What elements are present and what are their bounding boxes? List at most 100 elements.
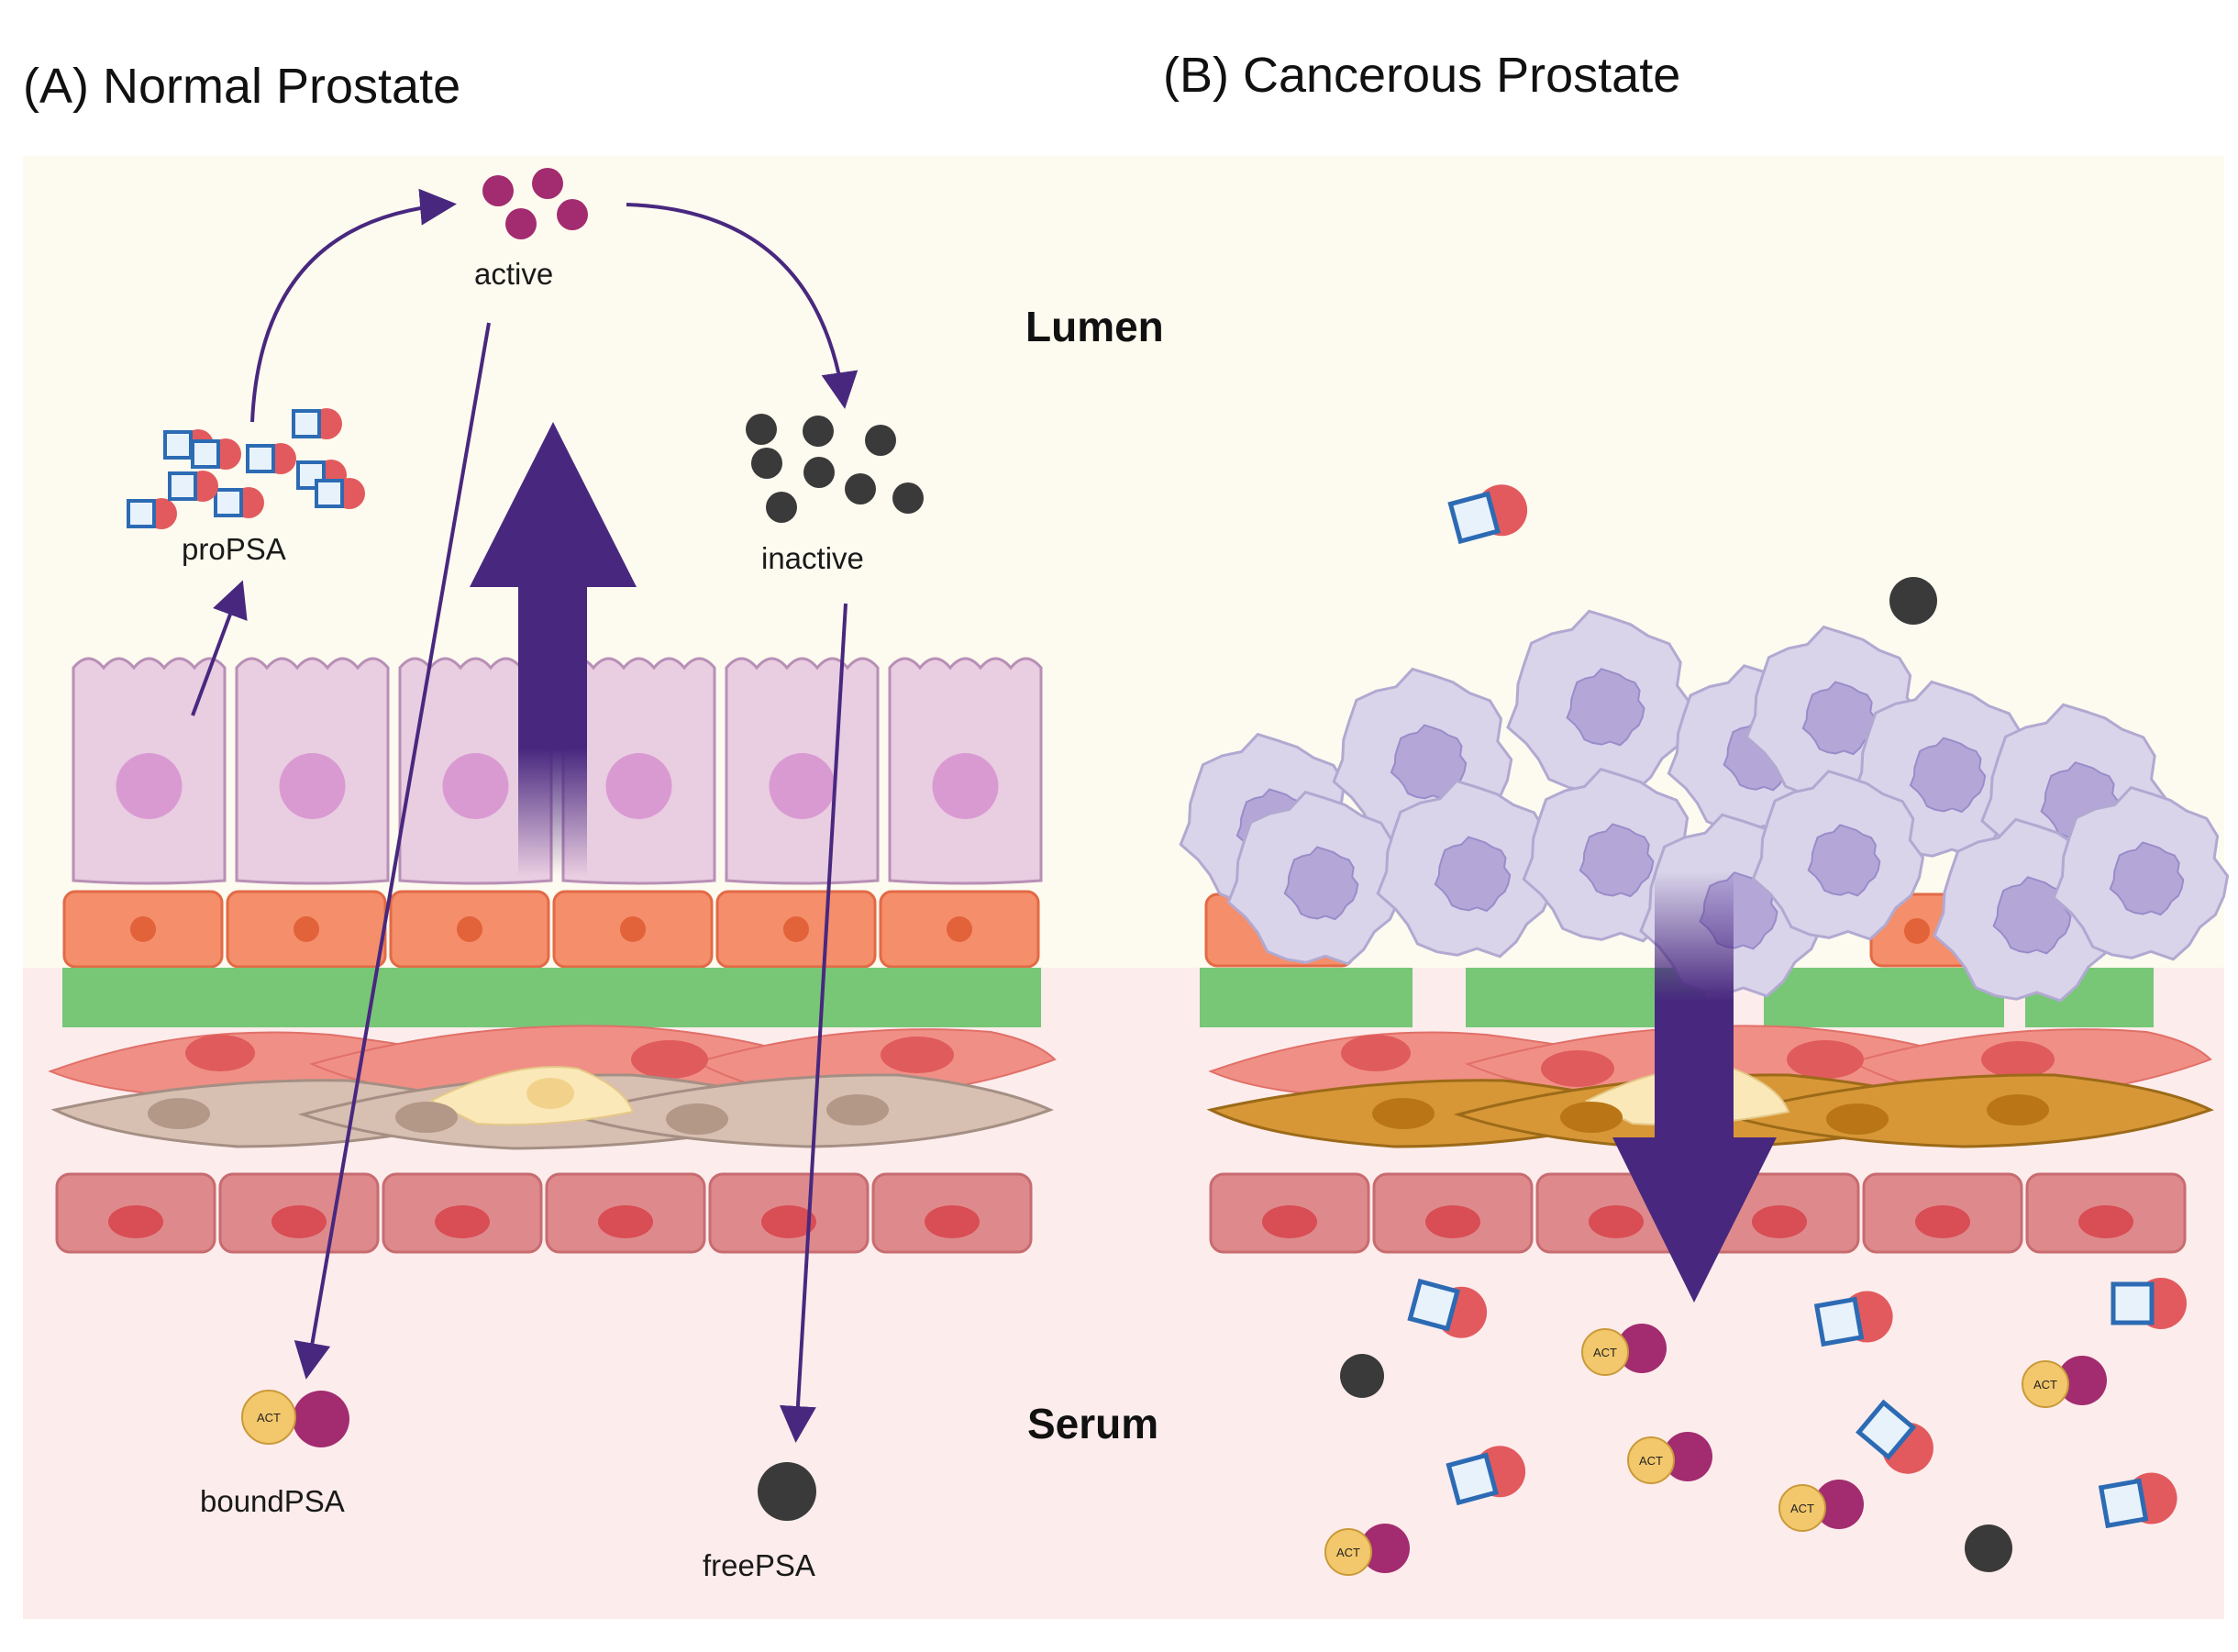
nucleus-icon xyxy=(947,916,972,942)
nucleus-icon xyxy=(2078,1205,2133,1238)
act-label: ACT xyxy=(1336,1546,1360,1559)
nucleus-icon xyxy=(1992,876,2072,955)
free-psa-icon xyxy=(758,1462,816,1521)
panel-a-title: (A) Normal Prostate xyxy=(23,59,460,114)
nucleus-icon xyxy=(925,1205,980,1238)
nucleus-icon xyxy=(1807,824,1881,897)
nucleus-icon xyxy=(1372,1098,1435,1129)
inactive-psa-icon xyxy=(751,448,782,479)
nucleus-icon xyxy=(1752,1205,1807,1238)
active-psa-icon xyxy=(482,175,514,206)
act-label: ACT xyxy=(2033,1378,2057,1391)
nucleus-icon xyxy=(526,1078,574,1109)
inactive-psa-icon xyxy=(746,414,777,445)
normal-tissue xyxy=(48,657,1057,1254)
active-psa-icon xyxy=(532,168,563,199)
propsa-molecule-icon xyxy=(214,487,264,518)
inactive-psa-cluster xyxy=(746,414,924,523)
arrow-icon xyxy=(626,203,859,409)
inactive-psa-icon xyxy=(1965,1524,2012,1572)
nucleus-icon xyxy=(1589,1205,1644,1238)
nucleus-icon xyxy=(1787,1040,1864,1079)
active-label: active xyxy=(474,257,553,291)
nucleus-icon xyxy=(1541,1050,1614,1087)
free-psa-label: freePSA xyxy=(703,1548,815,1582)
nucleus-icon xyxy=(769,753,836,819)
propsa-label: proPSA xyxy=(182,532,286,566)
nucleus-icon xyxy=(395,1102,458,1133)
pathway-arrows xyxy=(191,188,859,1443)
propsa-molecule-icon xyxy=(1813,1291,1893,1347)
lumen-label: Lumen xyxy=(1025,303,1164,350)
inactive-label: inactive xyxy=(761,541,864,575)
inactive-psa-icon xyxy=(845,473,876,504)
inactive-psa-icon xyxy=(803,457,835,488)
act-label: ACT xyxy=(1593,1346,1617,1359)
act-complex-icon: ACT xyxy=(1324,1524,1410,1576)
nucleus-icon xyxy=(783,916,809,942)
nucleus-icon xyxy=(271,1205,327,1238)
nucleus-icon xyxy=(1909,737,1987,814)
nucleus-icon xyxy=(1341,1035,1411,1071)
active-psa-icon xyxy=(557,199,588,230)
nucleus-icon xyxy=(826,1094,889,1125)
nucleus-icon xyxy=(294,916,319,942)
propsa-molecule-icon xyxy=(1447,484,1528,545)
act-complex-icon xyxy=(241,1390,296,1445)
act-complex-icon: ACT xyxy=(2022,1356,2107,1408)
nucleus-icon xyxy=(1579,823,1655,898)
propsa-cluster xyxy=(127,408,365,529)
propsa-molecule-icon xyxy=(168,471,218,502)
stroma-layer xyxy=(1206,1025,2214,1150)
nucleus-icon xyxy=(435,1205,490,1238)
nucleus-icon xyxy=(1981,1041,2055,1078)
bound-psa-protein-icon xyxy=(293,1391,349,1447)
propsa-molecule-icon xyxy=(127,498,177,529)
nucleus-icon xyxy=(761,1205,816,1238)
act-complex-icon: ACT xyxy=(1627,1432,1712,1484)
nucleus-icon xyxy=(598,1205,653,1238)
nucleus-icon xyxy=(1826,1103,1889,1135)
nucleus-icon xyxy=(1434,836,1512,913)
bound-psa-label: boundPSA xyxy=(200,1484,345,1518)
nucleus-icon xyxy=(1262,1205,1317,1238)
nucleus-icon xyxy=(148,1098,210,1129)
act-complex-icon: ACT xyxy=(1581,1324,1667,1376)
propsa-molecule-icon xyxy=(246,443,296,474)
bound-psa-complex: ACT xyxy=(241,1390,349,1447)
nucleus-icon xyxy=(932,753,999,819)
nucleus-icon xyxy=(605,753,672,819)
nucleus-icon xyxy=(279,753,346,819)
arrow-icon xyxy=(191,580,248,716)
active-psa-cluster xyxy=(482,168,588,239)
nucleus-icon xyxy=(1801,681,1878,756)
nucleus-icon xyxy=(1915,1205,1970,1238)
serum-molecules: ACT ACT ACT ACT ACT xyxy=(1324,484,2187,1576)
nucleus-icon xyxy=(620,916,646,942)
arrow-icon xyxy=(250,188,457,423)
propsa-molecule-icon xyxy=(315,478,365,509)
nucleus-icon xyxy=(881,1037,954,1073)
nucleus-icon xyxy=(1560,1102,1623,1133)
act-label: ACT xyxy=(257,1411,281,1425)
inactive-psa-icon xyxy=(892,482,924,514)
panel-b-title: (B) Cancerous Prostate xyxy=(1163,48,1680,103)
act-label: ACT xyxy=(1639,1454,1663,1468)
nucleus-icon xyxy=(108,1205,163,1238)
stroma-layer xyxy=(48,1025,1057,1150)
nucleus-icon xyxy=(1904,918,1930,944)
propsa-molecule-icon xyxy=(292,408,342,439)
nucleus-icon xyxy=(2109,841,2185,916)
propsa-molecule-icon xyxy=(2111,1278,2187,1329)
serum-label: Serum xyxy=(1027,1400,1158,1447)
nucleus-icon xyxy=(116,753,183,819)
inactive-psa-icon xyxy=(865,425,896,456)
propsa-molecule-icon xyxy=(1407,1278,1488,1338)
nucleus-icon xyxy=(1987,1094,2049,1125)
nucleus-icon xyxy=(457,916,482,942)
propsa-molecule-icon xyxy=(1446,1446,1526,1506)
propsa-molecule-icon xyxy=(191,438,241,470)
act-complex-icon: ACT xyxy=(1778,1480,1864,1532)
nucleus-icon xyxy=(442,753,509,819)
active-psa-icon xyxy=(505,208,537,239)
